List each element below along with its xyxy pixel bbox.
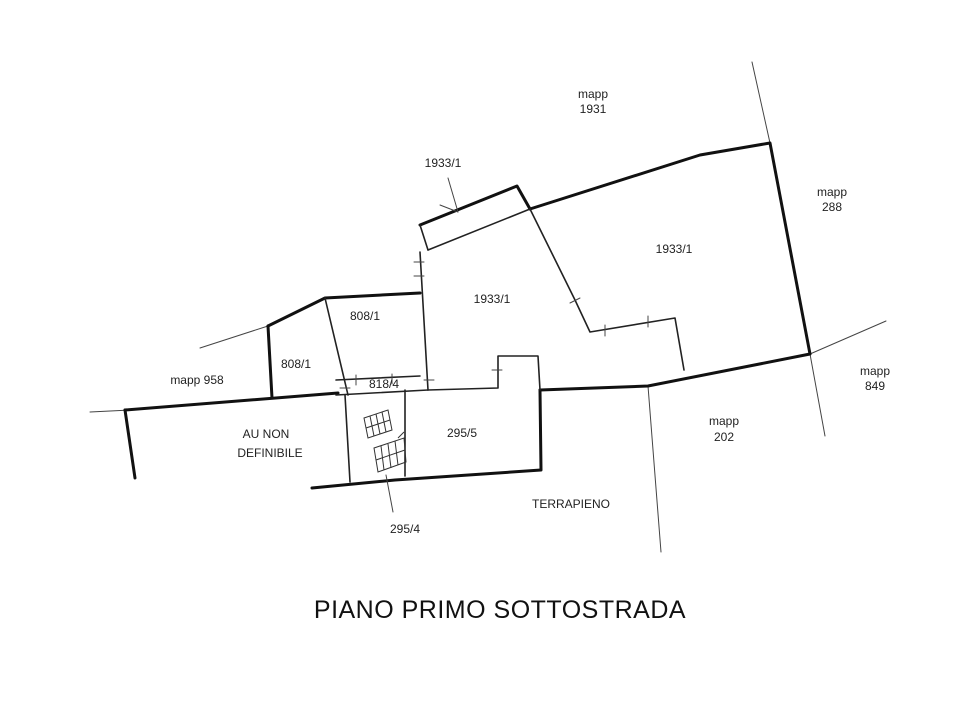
stair-symbol <box>373 437 407 473</box>
label-1933-1-center: 1933/1 <box>474 292 511 306</box>
boundary-north-west <box>266 291 422 328</box>
label-au-non-definibile-line2: DEFINIBILE <box>237 446 302 460</box>
division-295-5-top <box>427 355 541 391</box>
label-818-4: 818/4 <box>369 377 399 391</box>
label-mapp-849-line2: 849 <box>865 379 885 393</box>
label-mapp-288-line2: 288 <box>822 200 842 214</box>
tick-mark <box>569 297 581 304</box>
hatch-line <box>397 431 405 439</box>
stair-hatch-lower <box>373 431 407 473</box>
label-808-1-upper: 808/1 <box>350 309 380 323</box>
ref-line-bottom-mapp202 <box>647 385 662 553</box>
division-295-4-west <box>344 394 351 483</box>
label-terrapieno: TERRAPIENO <box>532 497 610 511</box>
label-mapp-202-line1: mapp <box>709 414 739 428</box>
boundary-west-tail <box>123 408 137 480</box>
label-808-1-left: 808/1 <box>281 357 311 371</box>
ref-line-left <box>89 409 131 413</box>
label-1933-1-right: 1933/1 <box>656 242 693 256</box>
division-1933-west <box>419 251 429 391</box>
hatch-line <box>365 419 391 429</box>
reference-lines <box>89 61 887 553</box>
boundary-south-east <box>538 352 812 392</box>
ref-line-right-down <box>809 353 826 437</box>
label-1933-1-top: 1933/1 <box>425 156 462 170</box>
hatch-line <box>387 443 392 469</box>
boundary-north-east <box>528 141 812 356</box>
division-top-box-bottom <box>427 208 531 251</box>
label-mapp-1931-line2: 1931 <box>580 102 607 116</box>
boundary-west-bottom <box>123 391 340 412</box>
stair-hatch-upper <box>363 409 393 439</box>
leader-1933-top-line <box>447 177 459 213</box>
label-295-5: 295/5 <box>447 426 477 440</box>
hatch-line <box>375 449 406 461</box>
labels: mapp 1931 mapp 288 mapp 849 mapp 202 map… <box>170 87 890 536</box>
ref-line-upper-left <box>199 325 269 349</box>
label-295-4: 295/4 <box>390 522 420 536</box>
boundary-west-divider <box>266 324 274 400</box>
division-818-top <box>335 375 421 381</box>
ref-line-right <box>809 320 887 355</box>
internal-divisions <box>324 208 685 483</box>
division-818-bottom <box>335 389 429 396</box>
label-au-non-definibile-line1: AU NON <box>243 427 290 441</box>
boundary-top-box <box>418 184 532 227</box>
label-mapp-288-line1: mapp <box>817 185 847 199</box>
tick-marks <box>339 177 649 513</box>
ref-line-top-right <box>751 61 771 144</box>
label-mapp-1931-line1: mapp <box>578 87 608 101</box>
leader-1933-top <box>439 204 459 213</box>
label-mapp-849-line1: mapp <box>860 364 890 378</box>
stair-symbol <box>363 409 393 439</box>
leader-295-4 <box>385 474 394 513</box>
label-mapp-958: mapp 958 <box>170 373 224 387</box>
boundary-south <box>310 388 543 490</box>
label-mapp-202-line2: 202 <box>714 430 734 444</box>
plan-title: PIANO PRIMO SOTTOSTRADA <box>314 596 686 624</box>
division-top-box-left <box>419 224 429 251</box>
division-1933-east <box>529 208 685 371</box>
